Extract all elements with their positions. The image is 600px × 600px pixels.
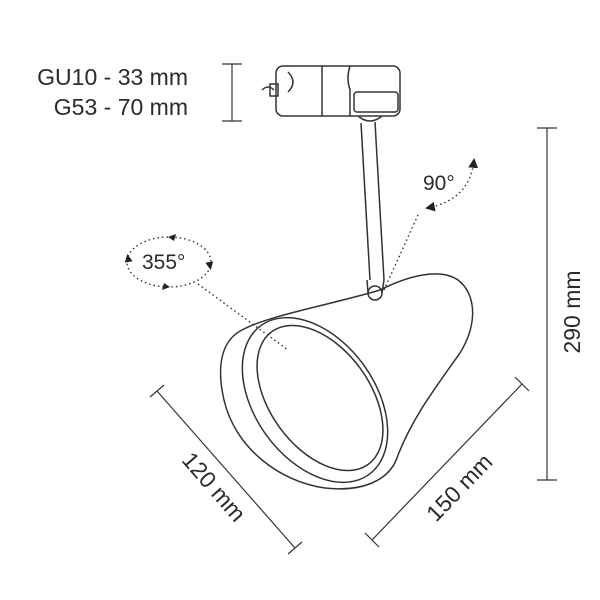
height-dimension-line bbox=[537, 127, 557, 481]
rotation-angle-label: 355° bbox=[142, 251, 185, 274]
rotation-indicator bbox=[124, 234, 289, 351]
tilt-angle-label: 90° bbox=[423, 172, 455, 195]
diameter-dimension-line bbox=[149, 384, 303, 555]
track-adapter bbox=[261, 65, 401, 122]
lamp-head bbox=[219, 273, 474, 490]
width-dimension-line bbox=[364, 376, 530, 548]
g53-length-label: G53 - 70 mm bbox=[54, 94, 188, 120]
gu10-length-label: GU10 - 33 mm bbox=[37, 64, 188, 90]
socket-length-bracket bbox=[222, 63, 242, 122]
width-dimension-label: 150 mm bbox=[421, 449, 497, 527]
tilt-indicator bbox=[383, 158, 479, 291]
height-dimension-label: 290 mm bbox=[559, 270, 585, 353]
stem bbox=[360, 121, 385, 301]
diameter-dimension-label: 120 mm bbox=[177, 447, 251, 527]
